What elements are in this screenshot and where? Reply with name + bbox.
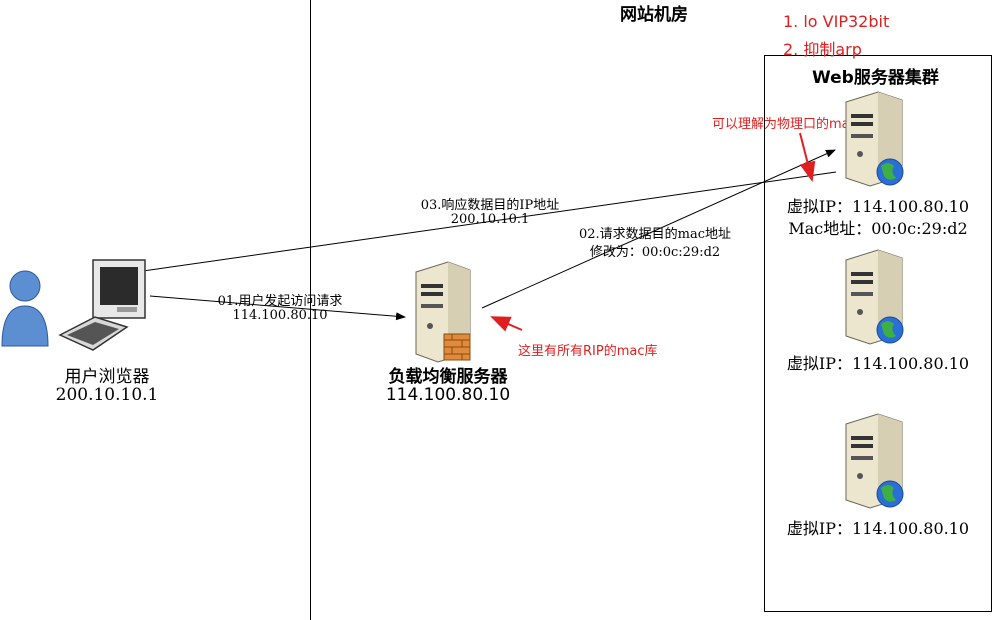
server-2-vip: 虚拟IP：114.100.80.10 xyxy=(786,354,970,373)
load-balancer-label: 负载均衡服务器 xyxy=(388,367,508,387)
note-arp: 2. 抑制arp xyxy=(783,40,862,59)
server-1-vip: 虚拟IP：114.100.80.10 xyxy=(786,197,970,216)
step-02-mac: 修改为：00:0c:29:d2 xyxy=(589,245,721,260)
step-03-label: 03.响应数据目的IP地址 xyxy=(420,198,560,213)
client-label: 用户浏览器 xyxy=(64,367,150,387)
server-3-vip: 虚拟IP：114.100.80.10 xyxy=(786,519,970,538)
arrow-step-03 xyxy=(135,171,837,275)
web-server-2-icon xyxy=(845,249,904,345)
load-balancer-ip: 114.100.80.10 xyxy=(385,385,511,405)
annotation-mac-library: 这里有所有RIP的mac库 xyxy=(518,344,658,359)
globe-icon xyxy=(876,480,904,508)
server-1-mac: Mac地址：00:0c:29:d2 xyxy=(788,219,968,238)
step-01-ip: 114.100.80.10 xyxy=(232,308,328,323)
note-vip: 1. lo VIP32bit xyxy=(783,12,890,31)
user-icon xyxy=(1,270,49,347)
datacenter-title: 网站机房 xyxy=(620,5,688,25)
computer-icon xyxy=(58,259,146,351)
step-01-label: 01.用户发起访问请求 xyxy=(217,294,343,309)
web-cluster-box xyxy=(764,55,992,612)
annotation-physical-mac: 可以理解为物理口的mac xyxy=(712,117,857,132)
globe-icon xyxy=(876,158,904,186)
arrow-mac-library xyxy=(490,316,523,332)
arrow-step-01 xyxy=(149,295,406,321)
arrow-step-02 xyxy=(481,149,836,309)
web-server-1-icon xyxy=(845,91,904,187)
arrow-physical-mac xyxy=(799,132,816,182)
client-ip: 200.10.10.1 xyxy=(55,385,159,405)
load-balancer-server-icon xyxy=(415,261,471,363)
globe-icon xyxy=(876,316,904,344)
zone-divider xyxy=(310,0,311,620)
cluster-title: Web服务器集群 xyxy=(812,68,939,88)
step-03-ip: 200.10.10.1 xyxy=(450,212,530,227)
web-server-3-icon xyxy=(845,413,904,509)
step-02-label: 02.请求数据目的mac地址 xyxy=(578,227,732,242)
